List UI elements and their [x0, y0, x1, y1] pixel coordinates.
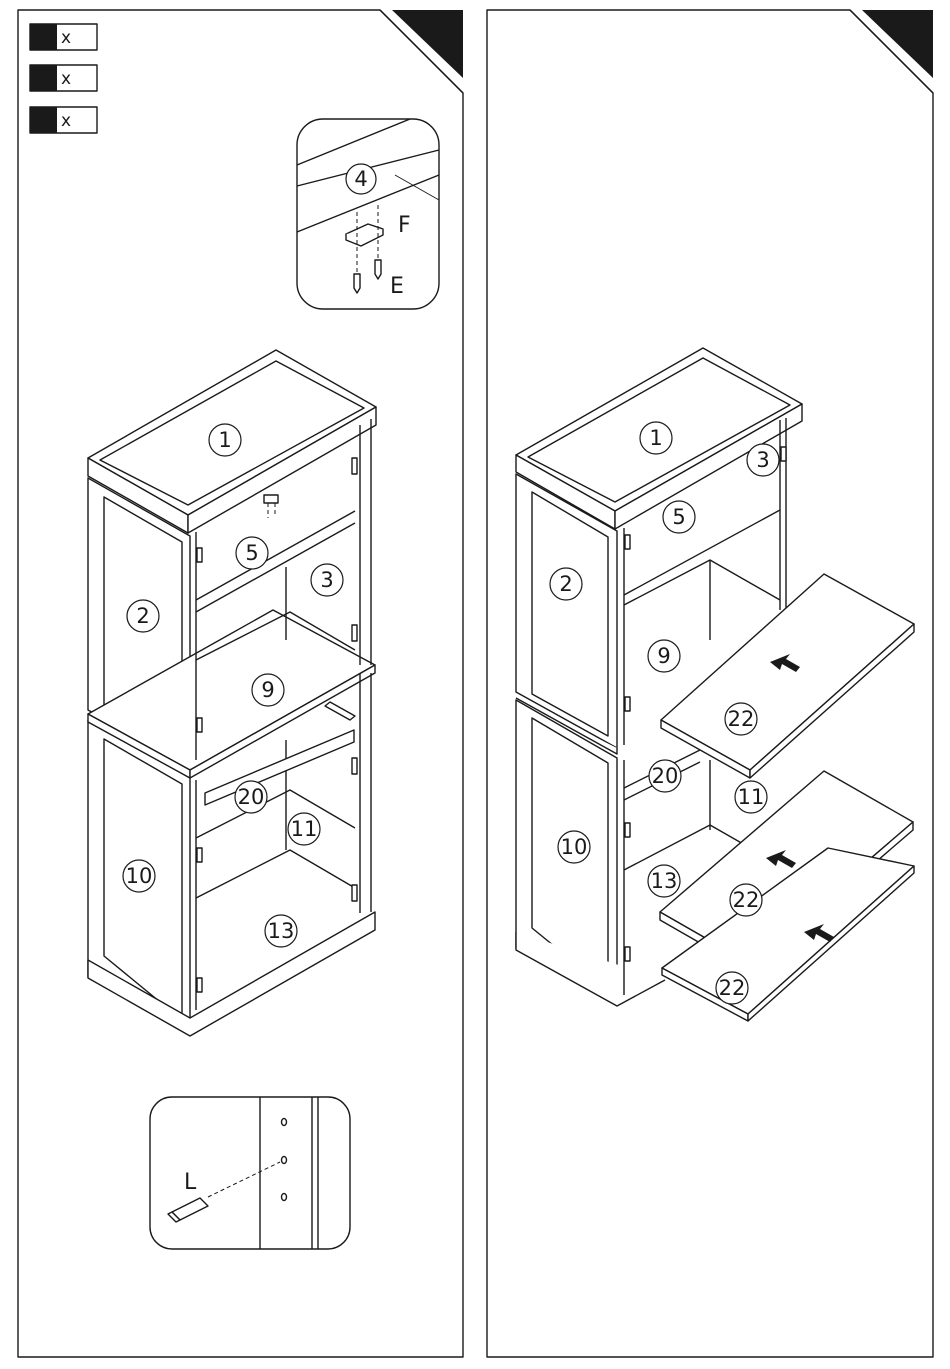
screw-e-1: [354, 274, 360, 293]
callout-9-label: 9: [261, 678, 274, 702]
callout-11-label: 11: [291, 817, 318, 841]
r-callout-22-upper-label: 22: [728, 707, 755, 731]
hardware-count-2-label: x: [61, 69, 71, 89]
right-panel: 1 3 5 2 9 22 20 11 10 13 22 22: [487, 10, 933, 1357]
hardware-count-1-label: x: [61, 28, 71, 48]
callout-2-label: 2: [136, 604, 149, 628]
r-callout-5-label: 5: [672, 505, 685, 529]
callout-3-label: 3: [320, 568, 333, 592]
cabinet-right: 1 3 5 2 9 22 20 11 10 13 22 22: [516, 348, 914, 1021]
r-callout-13-label: 13: [651, 869, 678, 893]
label-e: E: [390, 274, 404, 299]
left-panel: x x x 4 F E: [18, 10, 463, 1357]
cabinet-left: 1 2 5 3 9 20 11 10 13: [88, 350, 376, 1036]
r-callout-22-lower-label: 22: [719, 976, 746, 1000]
part-4-number: 4: [354, 167, 367, 191]
hardware-count-3-label: x: [61, 111, 71, 131]
callout-5-label: 5: [245, 541, 258, 565]
r-callout-1-label: 1: [649, 426, 662, 450]
label-l: L: [184, 1170, 197, 1195]
r-callout-3-label: 3: [756, 448, 769, 472]
screw-e-2: [375, 260, 381, 279]
callout-10-label: 10: [126, 864, 153, 888]
hardware-count-1: x: [30, 24, 97, 50]
r-callout-20-label: 20: [652, 764, 679, 788]
r-callout-9-label: 9: [657, 644, 670, 668]
callout-13-label: 13: [268, 919, 295, 943]
callout-20-label: 20: [238, 785, 265, 809]
hardware-count-3: x: [30, 107, 97, 133]
callout-1-label: 1: [218, 428, 231, 452]
r-callout-10-label: 10: [561, 835, 588, 859]
detail-inset-bottom: L: [150, 1097, 350, 1249]
detail-inset-top: 4 F E: [297, 119, 439, 309]
r-callout-22-middle-label: 22: [733, 888, 760, 912]
right-corner-tab: [862, 10, 933, 78]
hardware-count-2: x: [30, 65, 97, 91]
r-callout-11-label: 11: [738, 785, 765, 809]
left-corner-tab: [392, 10, 463, 78]
label-f: F: [398, 213, 411, 238]
r-callout-2-label: 2: [559, 572, 572, 596]
